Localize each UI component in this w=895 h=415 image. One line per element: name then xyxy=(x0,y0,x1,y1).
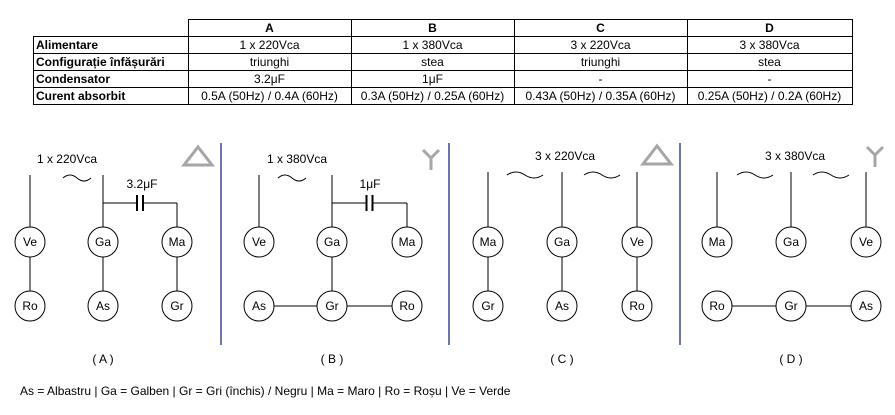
row-label: Configurație înfășurări xyxy=(33,53,189,71)
star-symbol-icon xyxy=(421,148,441,170)
wire-node xyxy=(850,290,882,322)
node-label: Ve xyxy=(252,235,266,249)
supply-label: 1 x 220Vca xyxy=(37,152,97,166)
wire-node xyxy=(243,226,275,258)
node-label: Ma xyxy=(169,235,186,249)
wire-node xyxy=(775,226,807,258)
ac-symbol xyxy=(62,174,92,182)
wire-node xyxy=(775,290,807,322)
node-label: As xyxy=(555,299,569,313)
wire-node xyxy=(243,290,275,322)
spec-table: A B C D Alimentare 1 x 220Vca 1 x 380Vca… xyxy=(33,19,853,105)
wire-node xyxy=(621,226,653,258)
wire-node xyxy=(316,290,348,322)
node-label: Ro xyxy=(399,299,415,313)
ac-symbol xyxy=(812,171,850,179)
node-label: Gr xyxy=(481,299,494,313)
node-label: Gr xyxy=(325,299,338,313)
diagram-caption: ( B ) xyxy=(321,352,344,366)
table-cell: 3.2μF xyxy=(187,70,352,88)
diagram-caption: ( C ) xyxy=(550,352,573,366)
table-cell: 1 x 380Vca xyxy=(350,36,515,54)
node-label: Ro xyxy=(22,299,38,313)
wire-node xyxy=(701,290,733,322)
node-label: Ro xyxy=(709,299,725,313)
node-label: Gr xyxy=(784,299,797,313)
table-cell: 0.43A (50Hz) / 0.35A (60Hz) xyxy=(513,87,688,105)
supply-label: 1 x 380Vca xyxy=(267,152,327,166)
node-label: Ga xyxy=(783,235,799,249)
capacitor-label: 1μF xyxy=(360,177,381,191)
table-header-row: A B C D xyxy=(33,19,853,37)
wire-node xyxy=(14,226,46,258)
wire-node xyxy=(87,290,119,322)
table-cell: 0.5A (50Hz) / 0.4A (60Hz) xyxy=(187,87,352,105)
wire-node xyxy=(87,226,119,258)
node-label: As xyxy=(96,299,110,313)
supply-label: 3 x 220Vca xyxy=(535,149,595,163)
wire-node xyxy=(316,226,348,258)
diagram-caption: ( D ) xyxy=(779,352,802,366)
color-legend: As = Albastru | Ga = Galben | Gr = Gri (… xyxy=(20,384,511,398)
node-label: Ma xyxy=(480,235,497,249)
supply-label: 3 x 380Vca xyxy=(765,149,825,163)
node-label: As xyxy=(252,299,266,313)
table-cell: 3 x 380Vca xyxy=(686,36,853,54)
node-label: Ga xyxy=(95,235,111,249)
node-label: Ma xyxy=(709,235,726,249)
wire-node xyxy=(161,290,193,322)
table-row: Curent absorbit 0.5A (50Hz) / 0.4A (60Hz… xyxy=(33,87,853,105)
ac-symbol xyxy=(736,171,774,179)
wire-node xyxy=(472,290,504,322)
delta-symbol-icon xyxy=(639,143,675,166)
node-label: As xyxy=(859,299,873,313)
node-label: Ve xyxy=(630,235,644,249)
capacitor-label: 3.2μF xyxy=(127,177,158,191)
node-label: Ro xyxy=(629,299,645,313)
delta-symbol-icon xyxy=(180,144,216,167)
table-row: Configurație înfășurări triunghi stea tr… xyxy=(33,53,853,71)
wire-node xyxy=(546,290,578,322)
diagram-caption: ( A ) xyxy=(92,352,113,366)
star-symbol-icon xyxy=(865,145,885,167)
table-cell: 0.25A (50Hz) / 0.2A (60Hz) xyxy=(686,87,853,105)
node-label: Ve xyxy=(859,235,873,249)
wire-node xyxy=(621,290,653,322)
node-label: Ve xyxy=(23,235,37,249)
table-row: Condensator 3.2μF 1μF - - xyxy=(33,70,853,88)
wire-node xyxy=(546,226,578,258)
node-label: Ma xyxy=(399,235,416,249)
wire-node xyxy=(472,226,504,258)
node-label: Ga xyxy=(324,235,340,249)
node-label: Ga xyxy=(554,235,570,249)
wire-node xyxy=(850,226,882,258)
ac-symbol xyxy=(506,171,544,179)
ac-symbol xyxy=(277,174,307,182)
node-label: Gr xyxy=(170,299,183,313)
wire-node xyxy=(391,290,423,322)
wire-node xyxy=(701,226,733,258)
wire-node xyxy=(161,226,193,258)
table-cell: 0.3A (50Hz) / 0.25A (60Hz) xyxy=(350,87,515,105)
ac-symbol xyxy=(583,171,621,179)
wire-node xyxy=(391,226,423,258)
wire-node xyxy=(14,290,46,322)
